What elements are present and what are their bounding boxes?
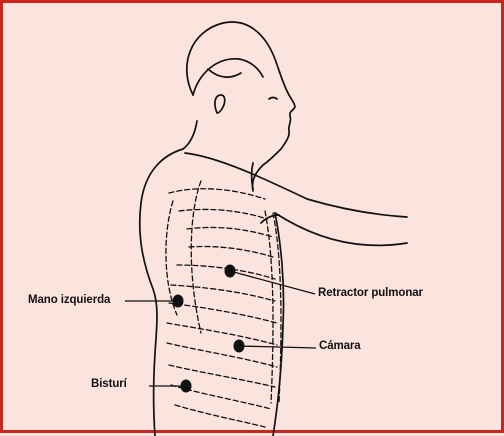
arm-lower: [275, 213, 407, 245]
patient-illustration: [3, 3, 504, 436]
label-retractor-pulmonar: Retractor pulmonar: [318, 287, 423, 299]
arm-upper: [185, 153, 407, 217]
neck-front: [252, 163, 254, 189]
neck-back: [183, 121, 197, 149]
hair-strand: [208, 69, 241, 77]
label-camara: Cámara: [319, 340, 361, 352]
camera-leader: [239, 346, 316, 348]
label-bisturi: Bisturí: [91, 378, 127, 390]
head-outline: [187, 22, 295, 191]
ear: [215, 95, 225, 113]
back-outline: [140, 149, 183, 436]
label-mano-izquierda: Mano izquierda: [28, 294, 110, 306]
eye: [269, 98, 277, 100]
